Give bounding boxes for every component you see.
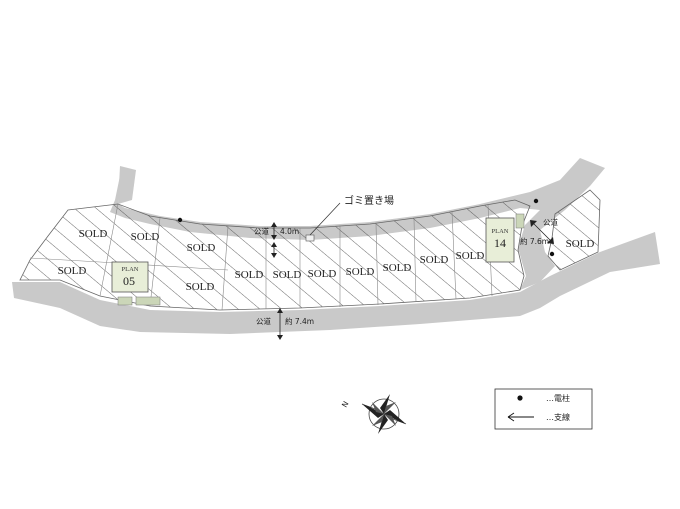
legend: …電柱 …支線 [494, 388, 593, 430]
left-stub [118, 166, 136, 204]
right-road-label: 公道 [543, 217, 558, 227]
utility-pole-icon [549, 251, 555, 257]
sold-labels: SOLD SOLD SOLD SOLD SOLD SOLD SOLD SOLD … [58, 228, 595, 293]
lower-road [12, 232, 660, 334]
upper-road-width: 4.0m [280, 227, 299, 236]
lower-road-annotation: 公道 約 7.4m [256, 308, 314, 340]
lot-lines [29, 203, 493, 311]
garbage-area: ゴミ置き場 [305, 194, 394, 242]
sold-label: SOLD [58, 265, 87, 277]
sold-label: SOLD [420, 254, 449, 266]
utility-poles [177, 198, 555, 257]
compass-icon: N [340, 394, 407, 434]
upper-road-annotation: 公道 4.0m [254, 222, 299, 258]
plan-05-number: 05 [123, 274, 135, 288]
upper-road-label: 公道 [254, 226, 269, 236]
right-road-width: 約 7.6m [520, 236, 549, 246]
compass-north-label: N [340, 400, 351, 409]
lower-road-width: 約 7.4m [285, 316, 314, 326]
plan-14: PLAN 14 [485, 213, 525, 263]
lower-road-label: 公道 [256, 316, 271, 326]
sold-label: SOLD [273, 269, 302, 281]
legend-guy-wire: …支線 [546, 412, 570, 422]
sold-label: SOLD [187, 242, 216, 254]
utility-pole-icon [177, 217, 183, 223]
utility-pole-icon [517, 395, 523, 401]
sold-label: SOLD [566, 238, 595, 250]
plan-14-prefix: PLAN [492, 228, 509, 235]
plan-14-number: 14 [494, 236, 506, 250]
utility-pole-icon [533, 198, 539, 204]
sold-label: SOLD [235, 269, 264, 281]
upper-road [110, 158, 605, 290]
sold-label: SOLD [346, 266, 375, 278]
legend-utility-pole: …電柱 [546, 393, 570, 403]
guy-wire-arrow-icon [507, 412, 515, 422]
plan-05: PLAN 05 [111, 261, 161, 306]
plan-05-prefix: PLAN [122, 266, 139, 273]
sold-label: SOLD [131, 231, 160, 243]
sold-label: SOLD [383, 262, 412, 274]
right-road-annotation: 公道 約 7.6m [520, 217, 558, 246]
roads [12, 158, 660, 334]
sold-label: SOLD [456, 250, 485, 262]
garbage-label: ゴミ置き場 [344, 194, 394, 207]
sold-label: SOLD [79, 228, 108, 240]
sold-label: SOLD [308, 268, 337, 280]
sold-label: SOLD [186, 281, 215, 293]
